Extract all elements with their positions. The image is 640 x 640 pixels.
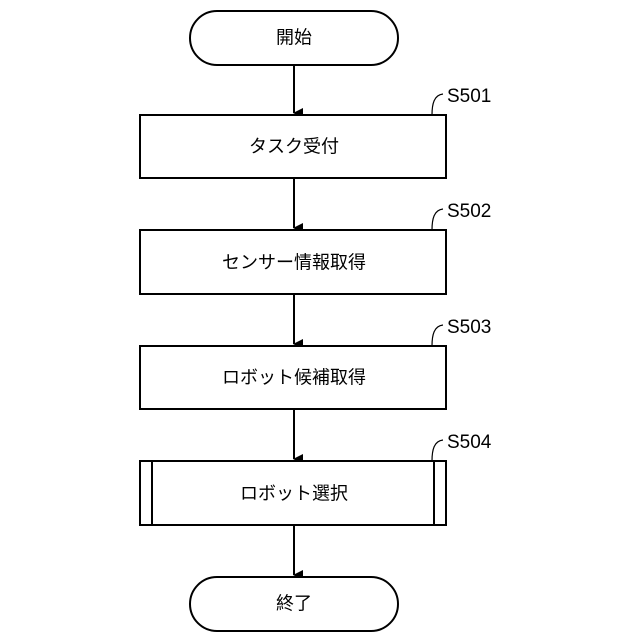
step-s503-id: S503: [447, 317, 491, 338]
end-label: 終了: [276, 594, 312, 615]
step-s502-id: S502: [447, 201, 491, 222]
step-s504: ロボット選択 S504: [140, 432, 492, 525]
start-label: 開始: [276, 28, 312, 49]
step-s502: センサー情報取得 S502: [140, 201, 491, 294]
step-s502-leader-line: [432, 209, 443, 230]
end-terminator: 終了: [190, 577, 398, 631]
step-s504-label: ロボット選択: [240, 484, 348, 505]
step-s501: タスク受付 S501: [140, 86, 491, 178]
step-s501-label: タスク受付: [249, 137, 339, 158]
step-s503: ロボット候補取得 S503: [140, 317, 491, 409]
step-s501-leader-line: [432, 94, 443, 115]
step-s502-label: センサー情報取得: [222, 253, 366, 274]
start-terminator: 開始: [190, 11, 398, 65]
step-s503-label: ロボット候補取得: [222, 368, 366, 389]
step-s501-id: S501: [447, 86, 491, 107]
step-s504-leader-line: [432, 440, 443, 461]
step-s503-leader-line: [432, 325, 443, 346]
step-s504-id: S504: [447, 432, 492, 453]
